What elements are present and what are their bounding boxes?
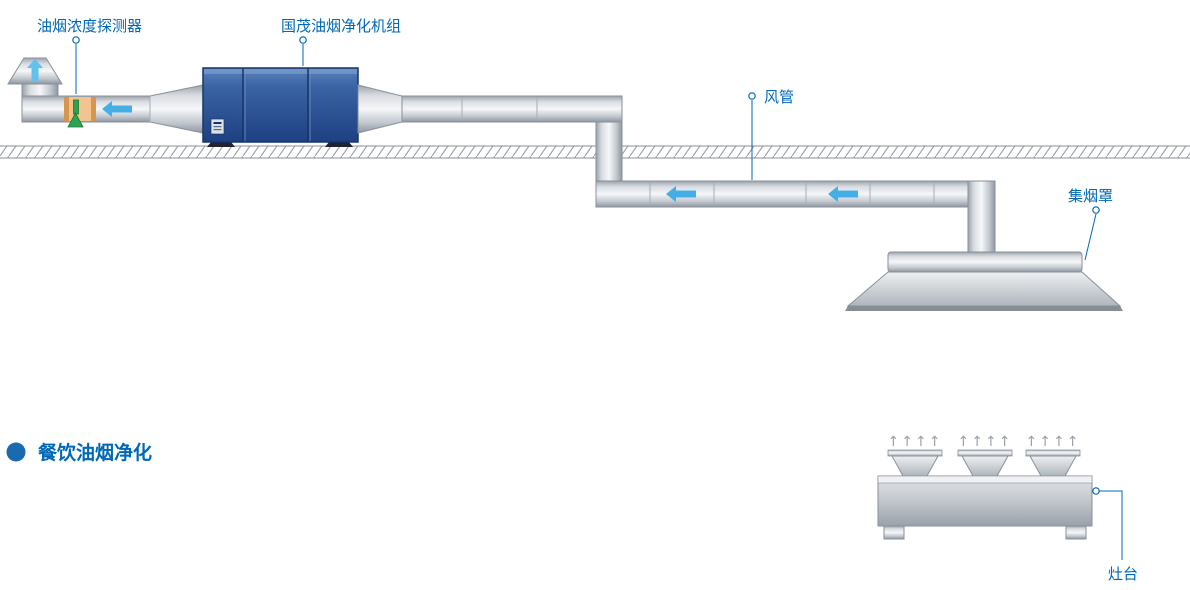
flow-arrow-icon (102, 101, 132, 117)
stove-body (877, 475, 1093, 527)
burner-plate (1025, 449, 1081, 457)
detector-band (64, 97, 96, 121)
stove-leg-left (883, 525, 905, 540)
hood-skirt-rim (845, 306, 1123, 311)
exhaust-outlet (7, 57, 63, 99)
leader-ring-icon (299, 36, 307, 44)
steam-arrows-icon: ↑↑↑↑ (1026, 434, 1081, 450)
roof-hatch (0, 146, 1190, 158)
unit-nameplate-mark (213, 129, 222, 131)
flow-arrow-icon (666, 186, 696, 202)
detector-probe-head (67, 112, 84, 128)
stove-leg-right (1065, 525, 1087, 540)
steam-arrows-icon: ↑↑↑↑ (958, 434, 1013, 450)
callout-purifier: 国茂油烟净化机组 (281, 18, 401, 66)
unit-nameplate-mark (213, 122, 222, 124)
heading-bullet-icon (6, 442, 26, 462)
unit-nameplate-mark (213, 126, 222, 128)
exhaust-up-arrow-icon (27, 59, 43, 82)
leader-line (1084, 213, 1097, 261)
unit-foot-right (325, 142, 353, 147)
detector-probe-stem (73, 99, 79, 115)
smoke-hood (845, 251, 1123, 311)
hood-label: 集烟罩 (1068, 188, 1113, 205)
callout-hood: 集烟罩 (1068, 188, 1113, 261)
steam-arrows-icon: ↑↑↑↑ (888, 434, 943, 450)
detector-band-edge-right (91, 97, 96, 121)
callout-stove: 灶台 (1092, 487, 1138, 583)
leader-line (1099, 490, 1123, 560)
hood-riser-duct (967, 180, 996, 255)
burner-plate (887, 449, 943, 457)
unit-top-highlight (204, 69, 357, 74)
stove: ↑↑↑↑ ↑↑↑↑ ↑↑↑↑ (877, 434, 1093, 540)
burner-bowl (1029, 455, 1077, 477)
unit-body (202, 67, 359, 143)
burner-bowl (961, 455, 1009, 477)
callout-duct: 风管 (748, 89, 794, 180)
detector-label: 油烟浓度探测器 (37, 18, 142, 35)
drop-duct (595, 121, 623, 183)
stove-label: 灶台 (1108, 566, 1138, 583)
leader-ring-icon (1092, 487, 1100, 495)
unit-foot-left (207, 142, 235, 147)
leader-ring-icon (1092, 206, 1100, 214)
leader-ring-icon (748, 92, 756, 100)
callout-detector: 油烟浓度探测器 (37, 18, 142, 94)
lower-duct (595, 180, 996, 208)
stove-top-lip (877, 475, 1093, 484)
leader-ring-icon (72, 36, 80, 44)
section-heading: 餐饮油烟净化 (6, 441, 152, 464)
hood-top (887, 251, 1083, 273)
detector-band-edge-left (64, 97, 69, 121)
purifier-label: 国茂油烟净化机组 (281, 18, 401, 35)
callouts: 油烟浓度探测器 国茂油烟净化机组 风管 集烟罩 灶台 (37, 18, 1138, 583)
outlet-taper (357, 84, 403, 134)
flow-arrow-icon (828, 186, 858, 202)
purifier-unit (202, 67, 359, 147)
roof-slab (0, 145, 1190, 159)
heading-text: 餐饮油烟净化 (38, 441, 152, 464)
burner-plate (957, 449, 1013, 457)
duct-label: 风管 (764, 89, 794, 106)
inlet-duct-run (21, 84, 204, 134)
burner-bowl (891, 455, 939, 477)
main-duct-run (357, 84, 996, 255)
upper-duct (401, 95, 623, 123)
inlet-taper (149, 84, 204, 134)
hood-skirt (846, 271, 1122, 307)
